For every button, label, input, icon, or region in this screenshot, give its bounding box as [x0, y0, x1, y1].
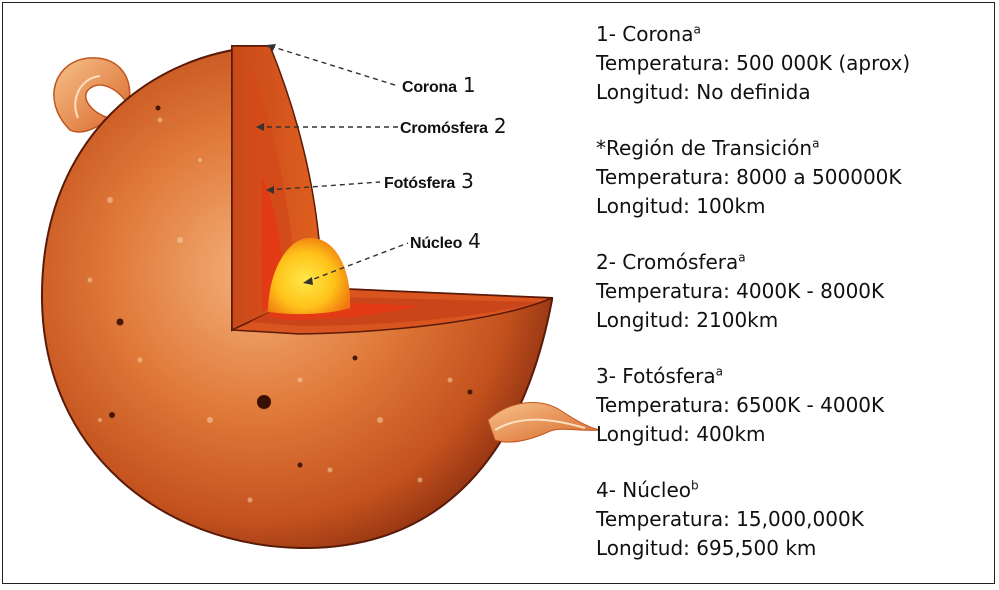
- sun-surface-texture: [87, 117, 453, 503]
- sunspots: [109, 105, 473, 468]
- core-layer: [268, 237, 350, 315]
- info-temperature: Temperatura: 15,000,000K: [596, 507, 864, 531]
- info-block-transition-region: *Región de Transicióna Temperatura: 8000…: [596, 134, 986, 221]
- info-temperature: Temperatura: 6500K - 4000K: [596, 393, 885, 417]
- info-title: 2- Cromósferaa: [596, 250, 746, 274]
- solar-prominence-right: [487, 402, 601, 443]
- info-temperature: Temperatura: 8000 a 500000K: [596, 165, 902, 189]
- callout-chromosphere: Cromósfera 2: [400, 114, 507, 138]
- footnote-marker: a: [738, 250, 746, 265]
- info-length: Longitud: 400km: [596, 422, 766, 446]
- callout-photosphere-number: 3: [461, 169, 474, 193]
- callout-core: Núcleo 4: [410, 229, 481, 253]
- info-block-core: 4- Núcleob Temperatura: 15,000,000K Long…: [596, 476, 986, 563]
- footnote-marker: a: [693, 22, 701, 37]
- info-length: Longitud: 2100km: [596, 308, 779, 332]
- info-length: Longitud: 100km: [596, 194, 766, 218]
- footnote-marker: a: [715, 364, 724, 379]
- info-title: 3- Fotósferaa: [596, 364, 724, 388]
- footnote-marker: a: [812, 136, 820, 151]
- info-length: Longitud: 695,500 km: [596, 536, 817, 560]
- callout-photosphere: Fotósfera 3: [384, 169, 474, 193]
- leader-core: [305, 242, 409, 283]
- callout-core-number: 4: [468, 229, 481, 253]
- callout-corona-number: 1: [462, 73, 476, 97]
- callout-photosphere-label: Fotósfera: [384, 175, 456, 192]
- info-title: 1- Coronaa: [596, 22, 701, 46]
- footnote-marker: b: [691, 478, 699, 493]
- info-temperature: Temperatura: 4000K - 8000K: [596, 279, 885, 303]
- callout-chromosphere-number: 2: [493, 114, 507, 138]
- info-title: *Región de Transicióna: [596, 136, 820, 160]
- info-block-corona: 1- Coronaa Temperatura: 500 000K (aprox)…: [596, 20, 986, 107]
- callout-core-label: Núcleo: [410, 235, 463, 252]
- info-block-chromosphere: 2- Cromósferaa Temperatura: 4000K - 8000…: [596, 248, 986, 335]
- info-temperature: Temperatura: 500 000K (aprox): [596, 51, 911, 75]
- leader-corona: [269, 45, 399, 87]
- info-length: Longitud: No definida: [596, 80, 811, 104]
- callout-leaders: [258, 45, 409, 283]
- layer-info-panel: 1- Coronaa Temperatura: 500 000K (aprox)…: [596, 20, 986, 590]
- callout-chromosphere-label: Cromósfera: [400, 120, 488, 137]
- callout-corona-label: Corona: [402, 79, 457, 96]
- leader-photosphere: [267, 181, 381, 191]
- info-block-photosphere: 3- Fotósferaa Temperatura: 6500K - 4000K…: [596, 362, 986, 449]
- callout-corona: Corona 1: [402, 73, 476, 97]
- info-title: 4- Núcleob: [596, 478, 699, 502]
- leader-arrowheads: [256, 44, 313, 285]
